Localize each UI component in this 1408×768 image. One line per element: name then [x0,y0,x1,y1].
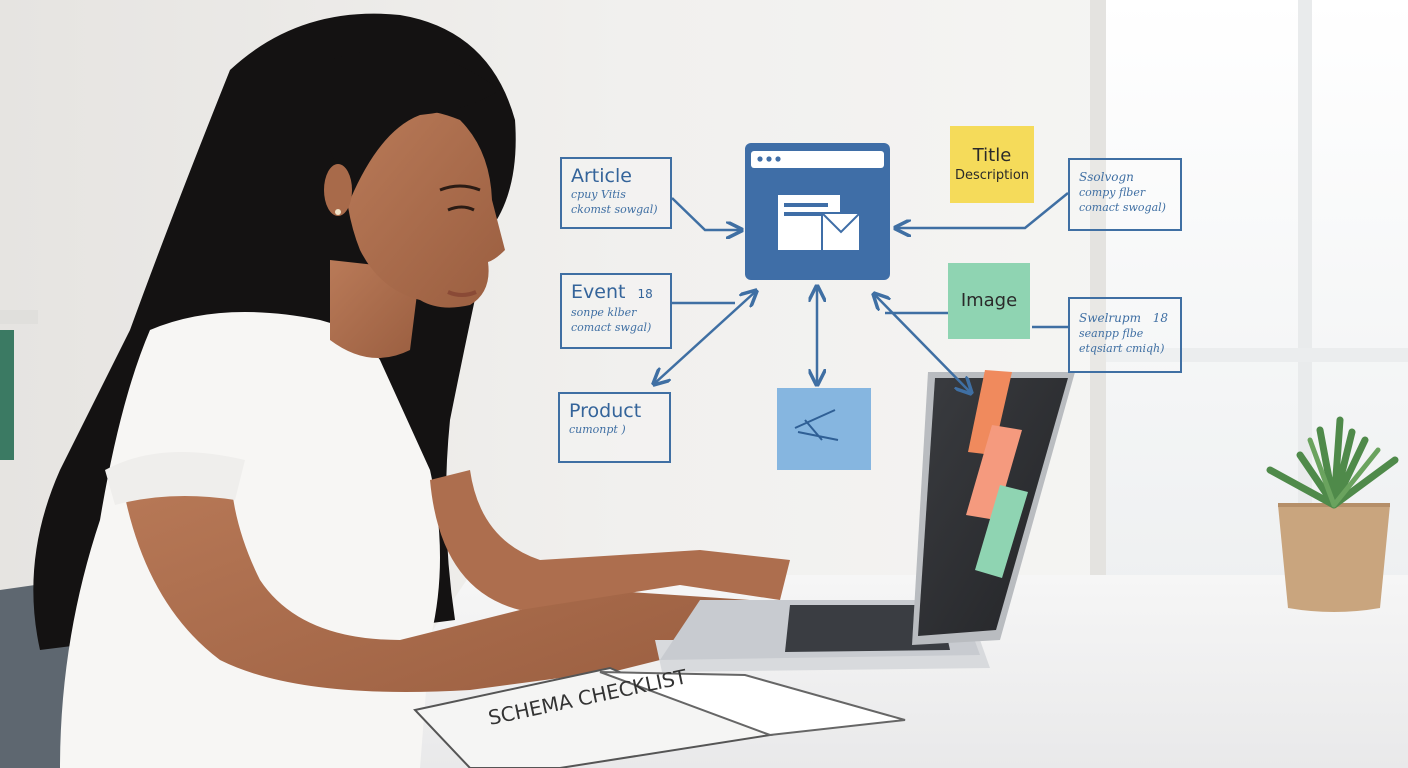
right-bottom-line-3: etqsiart cmiqh) [1079,342,1165,355]
window [1105,0,1408,590]
article-title: Article [571,165,632,187]
event-line-2: comact swgal) [571,321,652,334]
arm-left [120,460,750,692]
hair-front [330,50,500,200]
image-note: Image [948,263,1030,339]
sleeve [105,452,245,505]
arrow-event-diag [655,292,755,383]
event-box: Event 18 sonpe klber comact swgal) [560,273,672,349]
laptop [655,370,1075,672]
right-bottom-line-1-row: Swelrupm 18 [1079,311,1171,326]
eye [447,205,475,212]
title-note-heading: Title [972,144,1012,166]
blue-note [777,388,871,470]
event-title: Event [571,281,626,303]
event-title-row: Event 18 [571,281,661,305]
right-bottom-line-2: seanpp flbe [1079,327,1144,340]
shelf-plant [0,330,14,460]
article-box: Article cpuy Vitis ckomst sowgal) [560,157,672,229]
screen-note-orange [968,370,1012,455]
image-note-heading: Image [960,290,1018,311]
product-title: Product [569,400,642,422]
screen-note-salmon [966,425,1022,520]
eyebrow [439,184,481,192]
keyboard [785,605,950,652]
right-top-line-1: Ssolvogn [1079,170,1134,184]
wall-edge [1090,0,1106,600]
window-frame [1298,0,1312,590]
shelf [0,310,38,324]
title-note-description: Description [954,167,1030,183]
diagram-arrows [655,192,1069,392]
right-bottom-line-1: Swelrupm [1079,311,1141,325]
arm-right [430,470,790,610]
arrow-article [671,197,740,230]
potted-plant [1266,416,1399,612]
right-top-line-3: comact swogal) [1079,201,1166,214]
right-box-bottom: Swelrupm 18 seanpp flbe etqsiart cmiqh) [1068,297,1182,373]
arrow-right-top [897,192,1069,228]
ear [324,164,352,216]
product-line-1: cumonpt ) [569,423,626,436]
center-webpage-icon [745,143,890,280]
event-badge: 18 [637,287,653,301]
article-line-2: ckomst sowgal) [571,203,658,216]
product-box: Product cumonpt ) [558,392,671,463]
arrow-right-diag [875,295,970,392]
earring [335,209,341,215]
face [344,109,505,308]
article-line-1: cpuy Vitis [571,188,626,201]
title-description-note: Title Description [950,126,1034,203]
right-bottom-badge: 18 [1152,311,1169,325]
right-box-top: Ssolvogn compy flber comact swogal) [1068,158,1182,231]
event-line-1: sonpe klber [571,306,637,319]
screen-note-green [975,485,1028,578]
lips [447,290,477,297]
right-top-line-2: compy flber [1079,186,1146,199]
